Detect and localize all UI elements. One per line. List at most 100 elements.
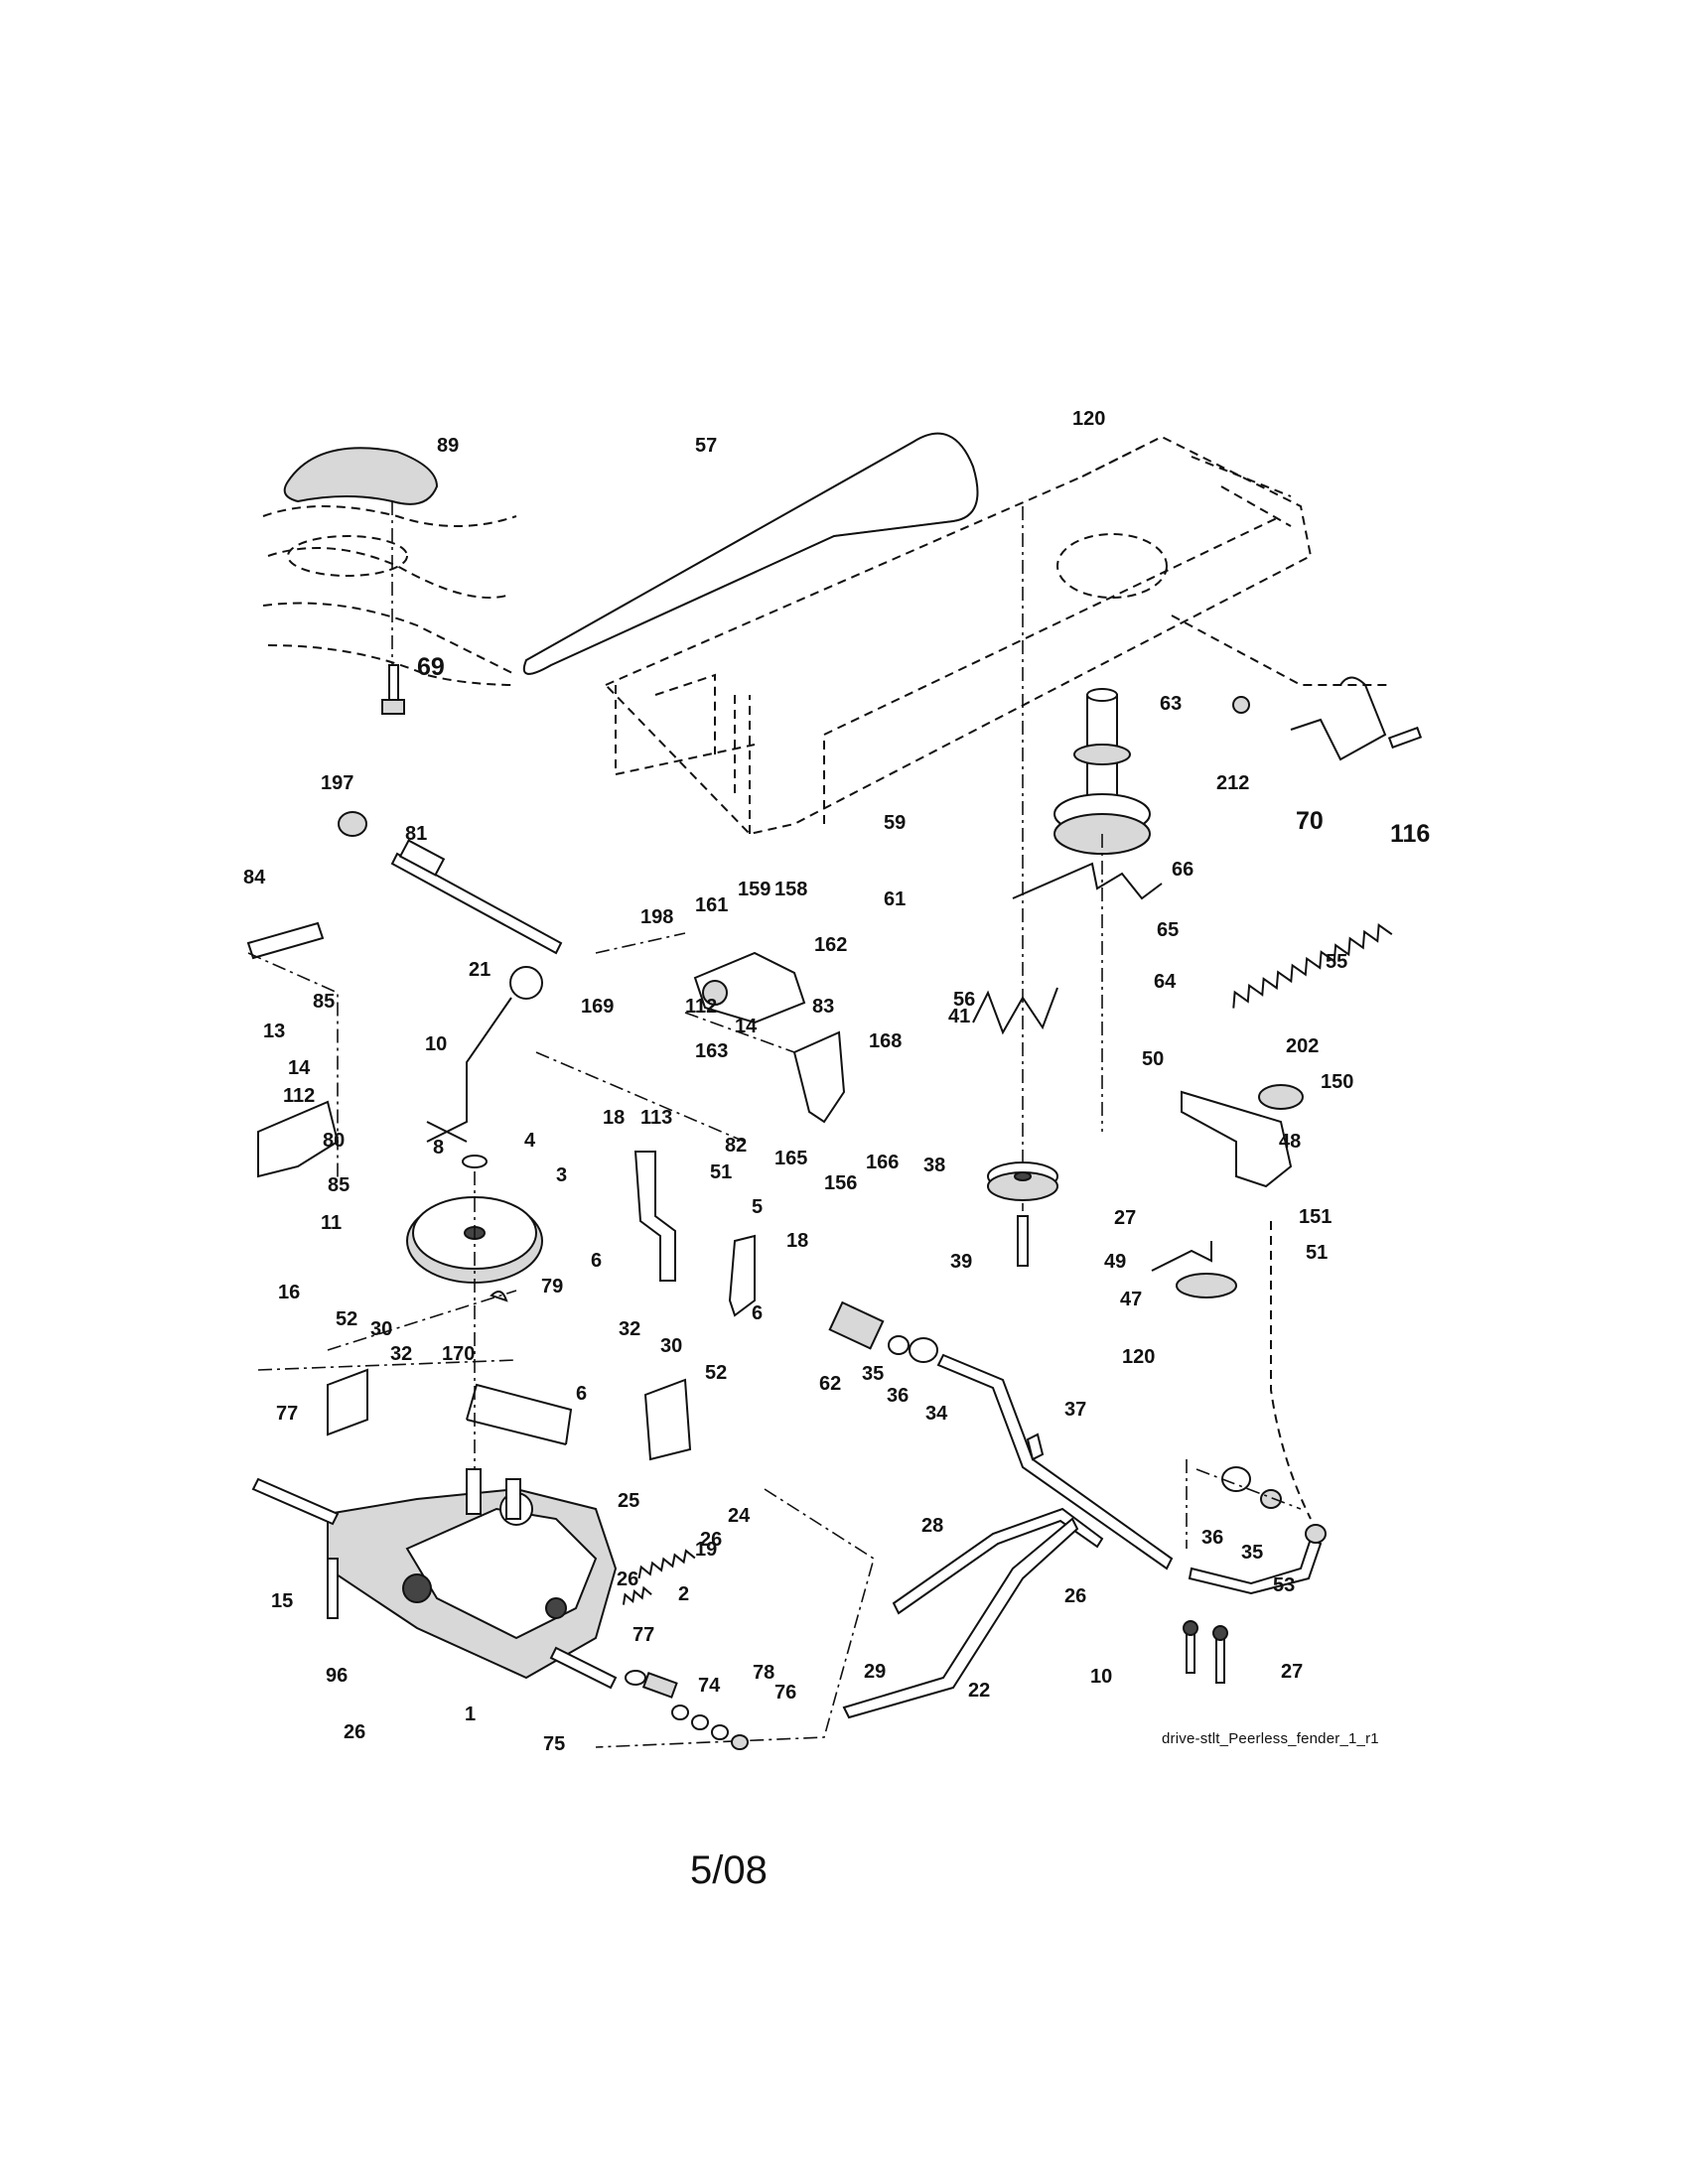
callout-label: 50	[1142, 1048, 1164, 1070]
callout-label: 202	[1286, 1035, 1319, 1057]
callout-label: 26	[344, 1721, 365, 1743]
callout-label: 52	[336, 1308, 357, 1330]
key-79	[490, 1291, 508, 1302]
callout-label: 26	[1064, 1585, 1086, 1607]
callout-label: 63	[1160, 693, 1182, 715]
callout-label: 5	[752, 1196, 763, 1218]
callout-label: 166	[866, 1152, 899, 1173]
callout-label: 35	[1241, 1542, 1263, 1564]
callout-label: 75	[543, 1733, 565, 1755]
bushing-197	[338, 811, 367, 837]
fender-cap	[283, 447, 439, 505]
callout-label: 168	[869, 1030, 902, 1052]
callout-label: 8	[433, 1137, 444, 1159]
callout-label: 6	[591, 1250, 602, 1272]
callout-label: 163	[695, 1040, 728, 1062]
shaft-81	[390, 839, 563, 955]
bracket-165	[792, 1030, 846, 1124]
callout-label: 150	[1321, 1071, 1353, 1093]
axle-right	[549, 1646, 618, 1690]
callout-label: 39	[950, 1251, 972, 1273]
callout-label: 30	[370, 1318, 392, 1340]
rod-170	[466, 1383, 573, 1445]
callout-label: 70	[1296, 807, 1324, 835]
callout-label: 18	[786, 1230, 808, 1252]
callout-label: 77	[276, 1403, 298, 1425]
callout-label: 113	[640, 1107, 672, 1129]
leader-lines-axle	[595, 1488, 875, 1748]
callout-label: 65	[1157, 919, 1179, 941]
callout-label: 85	[328, 1174, 350, 1196]
callout-label: 64	[1154, 971, 1177, 993]
callout-label: 6	[752, 1302, 763, 1324]
callout-label: 51	[1306, 1242, 1328, 1264]
callout-label: 41	[948, 1006, 970, 1027]
washer-stack-75	[625, 1670, 749, 1750]
idler-arm-66	[1012, 862, 1163, 900]
callout-label: 197	[321, 772, 353, 794]
bracket-53	[1188, 1537, 1323, 1595]
leader-lines-right	[1186, 1459, 1302, 1549]
frame-outline	[604, 435, 1390, 836]
callout-label: 80	[323, 1130, 345, 1152]
callout-label: 14	[288, 1057, 311, 1079]
callout-label: 25	[618, 1490, 639, 1512]
callout-label: 52	[705, 1362, 727, 1384]
callout-label: 22	[968, 1680, 990, 1702]
rod-path	[1270, 1221, 1312, 1520]
callout-label: 21	[469, 959, 491, 981]
pulley-150	[1258, 1084, 1304, 1110]
callout-label: 19	[695, 1539, 717, 1561]
callout-label: 13	[263, 1021, 285, 1042]
knob-21	[509, 966, 543, 1000]
rod-62-34	[828, 1300, 1174, 1570]
callout-label: 14	[735, 1016, 758, 1037]
callout-label: 169	[581, 996, 614, 1018]
callout-label: 159	[738, 879, 771, 900]
bracket-30-left	[327, 1368, 368, 1436]
bracket-37	[1026, 1433, 1045, 1461]
nut-212	[1232, 696, 1250, 714]
callout-label: 78	[753, 1662, 774, 1684]
callout-label: 161	[695, 894, 728, 916]
lever-84	[246, 921, 325, 960]
eyebolts-10-27	[1183, 1620, 1228, 1684]
callout-label: 15	[271, 1590, 293, 1612]
callout-label: 18	[603, 1107, 625, 1129]
callout-label: 36	[1201, 1527, 1223, 1549]
callout-label: 198	[640, 906, 673, 928]
axle-left	[251, 1477, 340, 1526]
callout-label: 1	[465, 1704, 476, 1725]
bracket-30-right	[643, 1378, 692, 1461]
callout-label: 47	[1120, 1289, 1142, 1310]
callout-label: 156	[824, 1172, 857, 1194]
callout-label: 69	[417, 653, 445, 681]
shift-lever-8	[426, 997, 512, 1143]
callout-label: 3	[556, 1164, 567, 1186]
callout-label: 81	[405, 823, 427, 845]
callout-label: 11	[321, 1212, 342, 1234]
bracket-48	[1181, 1090, 1293, 1188]
callout-label: 77	[632, 1624, 654, 1646]
callout-label: 89	[437, 435, 459, 457]
callout-label: 38	[923, 1155, 945, 1176]
callout-label: 56	[953, 989, 975, 1011]
leader-rod	[247, 952, 339, 1181]
callout-label: 10	[425, 1033, 447, 1055]
spring-55	[1232, 923, 1393, 1009]
bolt-39	[1017, 1215, 1029, 1267]
callout-label: 16	[278, 1282, 300, 1303]
washers-36-35	[1221, 1466, 1327, 1544]
callout-label: 76	[774, 1682, 796, 1704]
callout-label: 85	[313, 991, 335, 1013]
bracket-70	[1290, 676, 1423, 761]
callout-label: 112	[685, 996, 717, 1018]
spring-25	[637, 1549, 696, 1579]
callout-label: 32	[619, 1318, 640, 1340]
bolt-15	[327, 1558, 339, 1619]
callout-label: 82	[725, 1135, 747, 1157]
callout-label: 37	[1064, 1399, 1086, 1421]
